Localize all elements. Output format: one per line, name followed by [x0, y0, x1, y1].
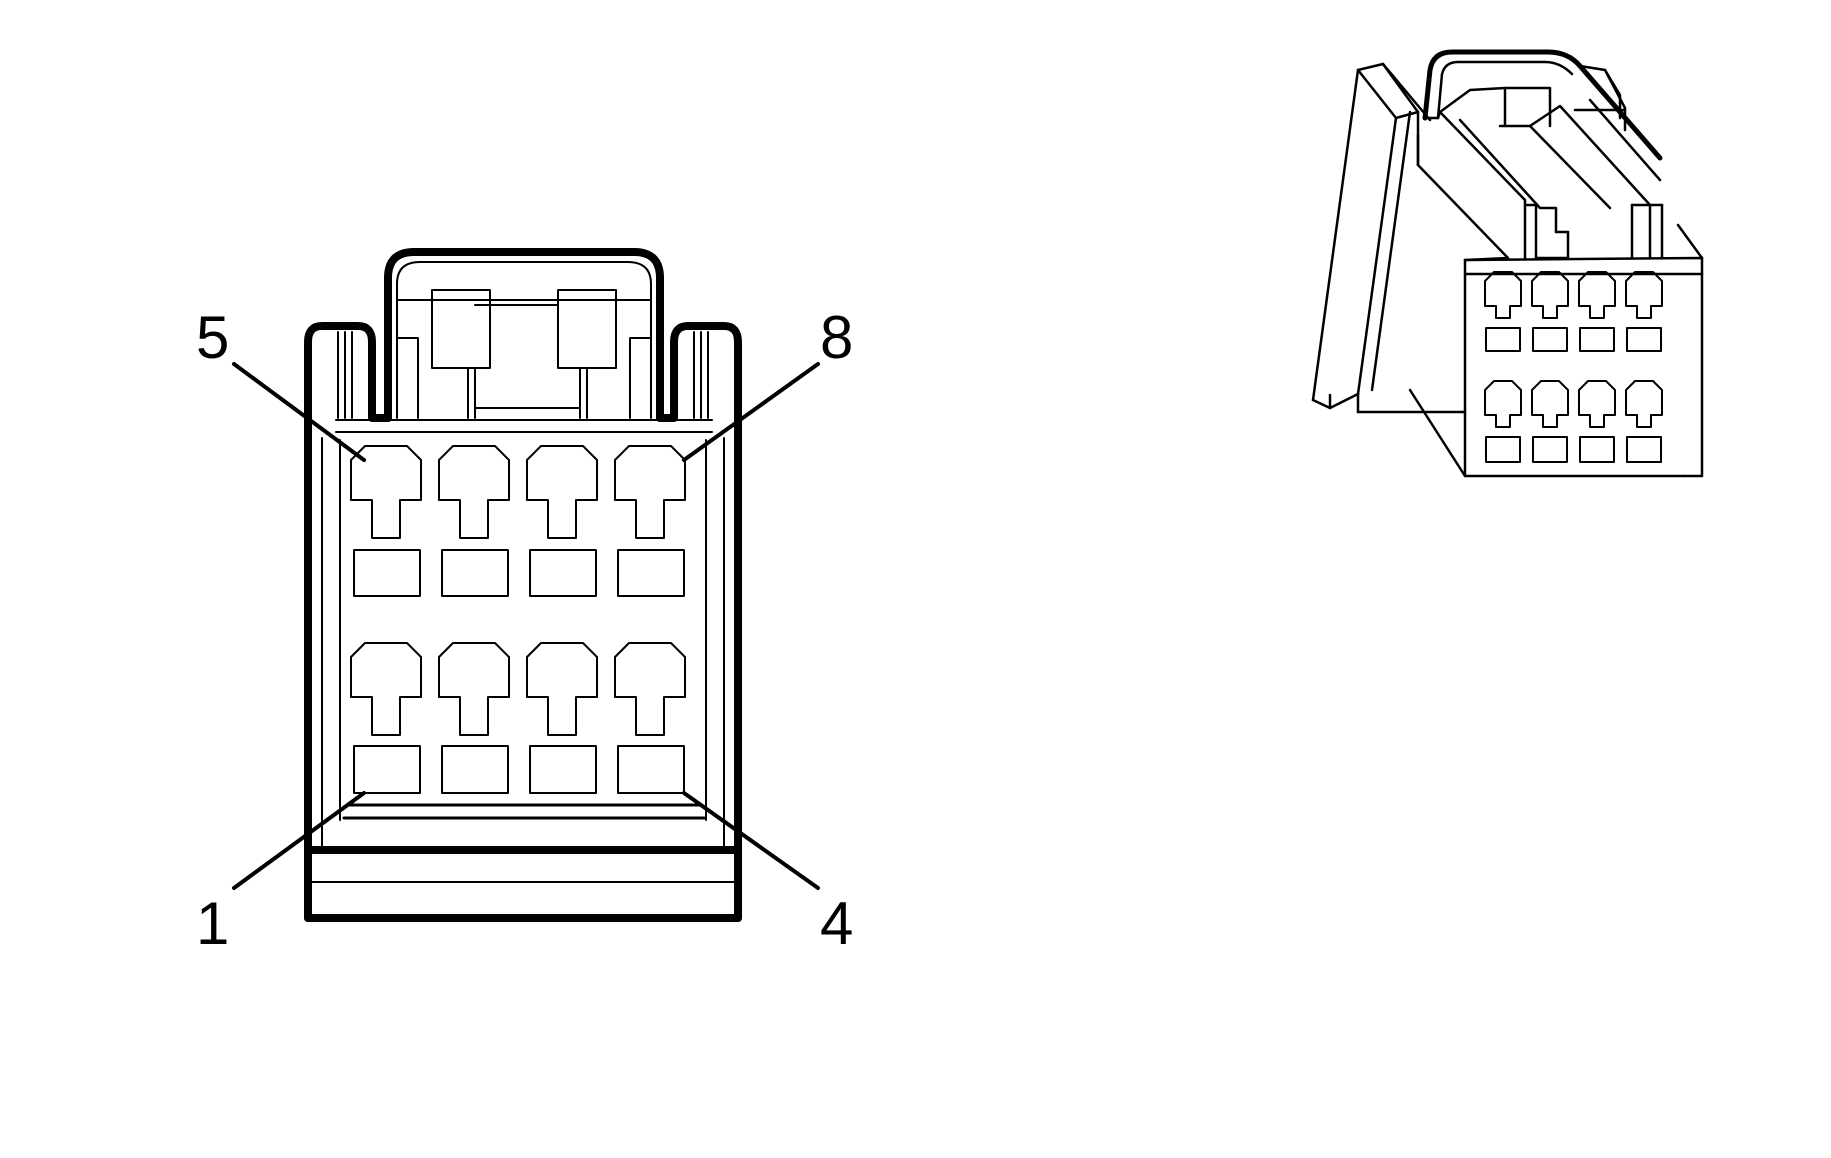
pin-label-8: 8: [820, 304, 853, 371]
leader-pin-5: [232, 362, 366, 462]
connector-isometric-view: [1311, 49, 1704, 478]
callout-leaders: [232, 362, 820, 890]
leader-pin-8: [682, 362, 820, 462]
cavity-row-bottom: [350, 642, 686, 794]
iso-body: [1408, 133, 1704, 478]
base: [304, 846, 742, 922]
pin-label-5: 5: [196, 304, 229, 371]
pin-label-1: 1: [196, 890, 229, 957]
iso-latch: [1422, 49, 1664, 260]
iso-cavity-row-bottom: [1484, 380, 1663, 463]
leader-pin-4: [682, 791, 820, 890]
left-shell: [304, 322, 392, 922]
cavity-row-top: [350, 445, 686, 597]
iso-cavity-row-top: [1484, 271, 1663, 352]
connector-face-view: [232, 248, 820, 922]
leader-pin-1: [232, 791, 366, 890]
right-shell: [656, 322, 742, 922]
pin-label-4: 4: [820, 890, 853, 957]
latch: [384, 248, 664, 422]
face-frame: [321, 419, 725, 851]
